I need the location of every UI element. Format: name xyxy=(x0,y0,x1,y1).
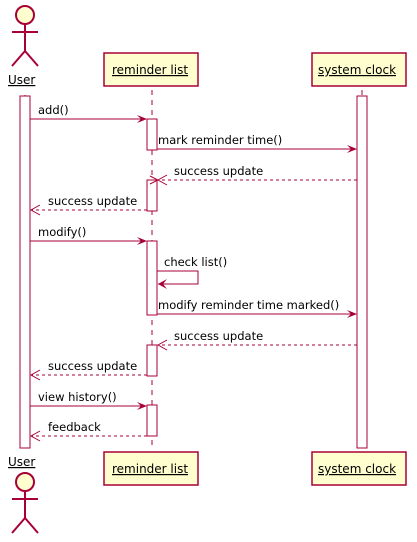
message-success-update-1: success update xyxy=(158,164,357,186)
reminder-list-box-top: reminder list xyxy=(103,52,199,87)
system-clock-box-top: system clock xyxy=(311,52,407,87)
user-label-bottom: User xyxy=(8,455,35,469)
message-success-update-4: success update xyxy=(29,359,147,381)
svg-text:check list(): check list() xyxy=(164,255,227,269)
list-activation-5 xyxy=(146,404,158,437)
list-activation-4 xyxy=(146,344,158,377)
system-clock-label-bottom: system clock xyxy=(318,462,396,476)
svg-text:success update: success update xyxy=(174,329,263,343)
list-activation-3 xyxy=(146,240,158,316)
user-actor-top: User xyxy=(8,5,39,87)
message-mark-reminder-time: mark reminder time() xyxy=(157,133,357,153)
message-success-update-3: success update xyxy=(156,329,357,351)
svg-text:mark reminder time(): mark reminder time() xyxy=(158,133,282,147)
svg-text:success update: success update xyxy=(174,164,263,178)
message-feedback: feedback xyxy=(29,420,147,442)
reminder-list-box-bottom: reminder list xyxy=(103,451,199,486)
svg-text:feedback: feedback xyxy=(48,420,101,434)
user-label-top: User xyxy=(8,73,35,87)
svg-text:modify reminder time marked(): modify reminder time marked() xyxy=(158,298,339,312)
svg-text:success update: success update xyxy=(48,359,137,373)
message-view-history: view history() xyxy=(30,390,147,410)
message-success-update-2: success update xyxy=(29,194,147,216)
message-add: add() xyxy=(30,103,147,123)
svg-text:add(): add() xyxy=(38,103,69,117)
reminder-list-label-bottom: reminder list xyxy=(112,462,188,476)
reminder-list-label-top: reminder list xyxy=(112,63,188,77)
list-activation-2 xyxy=(146,179,158,212)
message-check-list: check list() xyxy=(157,255,227,289)
clock-activation xyxy=(356,95,368,449)
user-activation xyxy=(19,95,31,449)
svg-text:view history(): view history() xyxy=(38,390,117,404)
message-modify: modify() xyxy=(30,225,147,245)
svg-text:modify(): modify() xyxy=(38,225,86,239)
user-actor-bottom: User xyxy=(8,455,39,534)
system-clock-label-top: system clock xyxy=(318,63,396,77)
message-modify-reminder-time-marked: modify reminder time marked() xyxy=(157,298,357,318)
svg-text:success update: success update xyxy=(48,194,137,208)
list-activation-1 xyxy=(146,118,158,151)
system-clock-box-bottom: system clock xyxy=(311,451,407,486)
